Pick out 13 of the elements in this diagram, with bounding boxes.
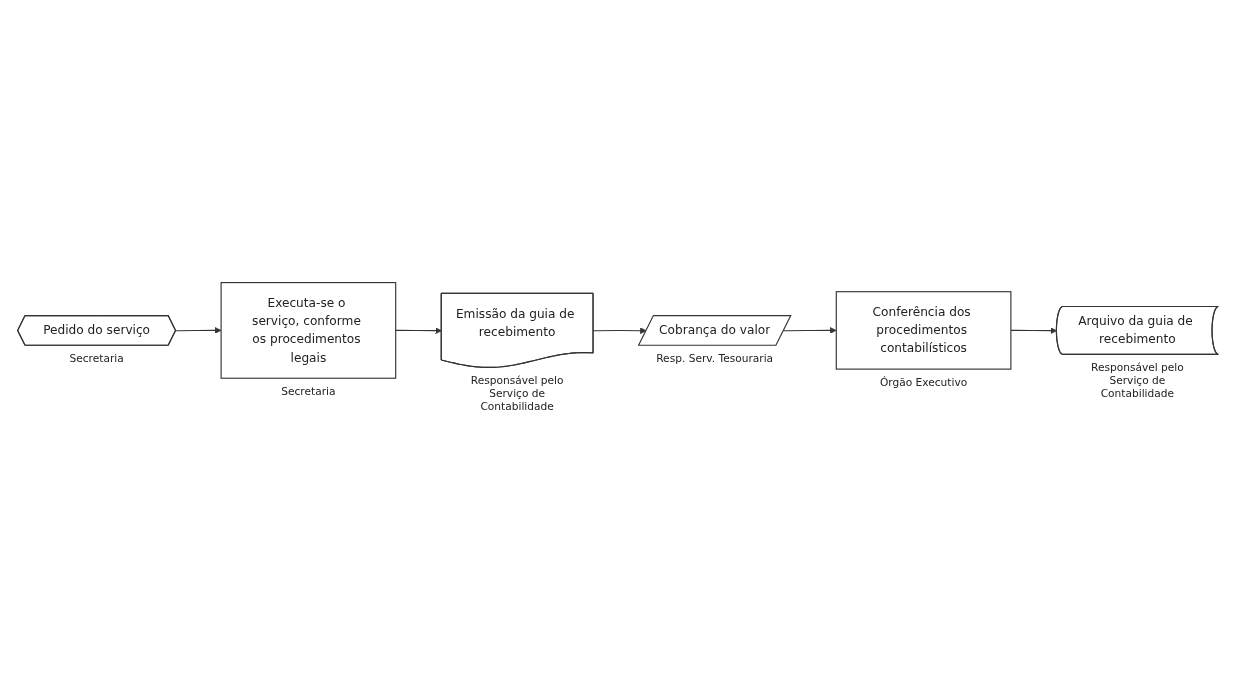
- node-box: Executa-se o serviço, conforme os procedimentos legais: [220, 281, 397, 379]
- node-caption: Secretaria: [69, 351, 124, 365]
- node-box: Conferência dos procedimentos contabilísticos: [835, 290, 1012, 370]
- node-caption: Responsável pelo Serviço de Contabilidade: [1091, 360, 1184, 400]
- node-caption: Responsável pelo Serviço de Contabilidade: [470, 373, 564, 413]
- arrow: [395, 327, 442, 334]
- arrow: [783, 326, 837, 334]
- node-caption: Resp. Serv. Tesouraria: [656, 351, 774, 365]
- arrow: [592, 327, 647, 334]
- node-caption: Secretaria: [281, 384, 336, 398]
- arrow: [175, 326, 222, 334]
- node-caption: Órgão Executivo: [879, 375, 968, 389]
- arrow: [1010, 327, 1058, 334]
